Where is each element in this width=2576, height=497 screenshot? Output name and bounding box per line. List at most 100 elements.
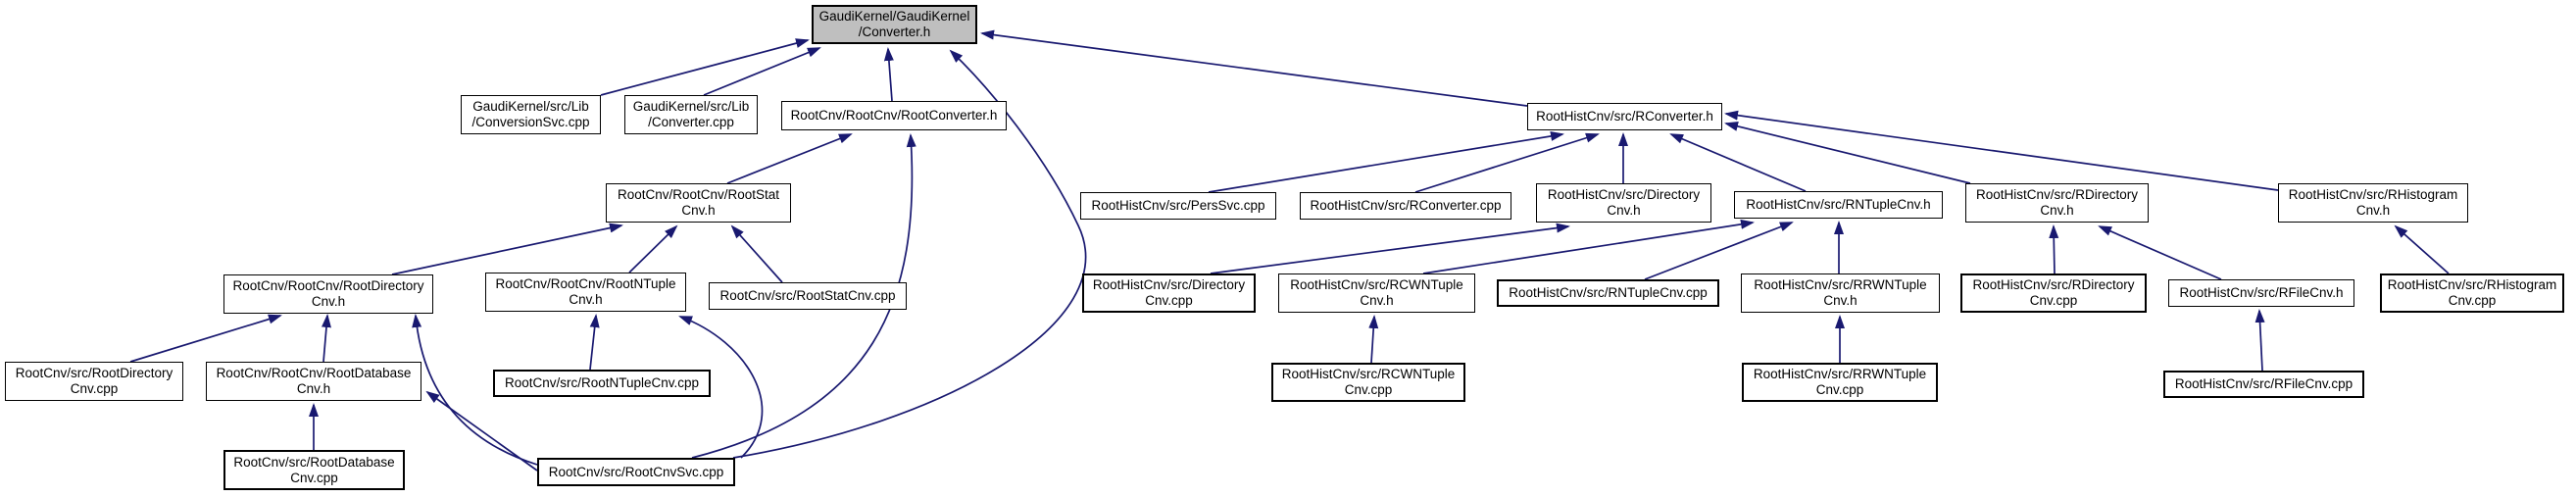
node-label-line: RootHistCnv/src/RDirectory <box>1972 277 2135 292</box>
node-rootconverter-h[interactable]: RootCnv/RootCnv/RootConverter.h <box>781 101 1007 130</box>
node-label-line: RootHistCnv/src/RFileCnv.h <box>2179 285 2344 300</box>
node-conversionsvc-cpp[interactable]: GaudiKernel/src/Lib/ConversionSvc.cpp <box>461 95 601 134</box>
node-label-line: RootCnv/src/RootDatabase <box>233 454 395 470</box>
node-label-line: Cnv.cpp <box>1344 382 1393 397</box>
edge-rootntuplecnv-cpp-to-rootntuplecnv-h <box>589 314 600 371</box>
edge-rootstatcnv-h-to-rootconverter-h <box>726 133 853 184</box>
edge-rhistogramcnv-cpp-to-rhistogramcnv-h <box>2394 224 2450 274</box>
edge-rcwntuplecnv-cpp-to-rcwntuplecnv-h <box>1368 315 1379 364</box>
edge-rootcnvsvc-cpp-to-rootconverter-h <box>691 133 916 459</box>
node-label-line: Cnv.h <box>569 292 603 307</box>
node-label-line: /Converter.cpp <box>648 115 734 129</box>
node-rntuplecnv-h[interactable]: RootHistCnv/src/RNTupleCnv.h <box>1734 191 1943 219</box>
node-label-line: Cnv.cpp <box>2448 293 2497 308</box>
node-rootntuplecnv-cpp[interactable]: RootCnv/src/RootNTupleCnv.cpp <box>493 370 711 397</box>
node-rfilecnv-h[interactable]: RootHistCnv/src/RFileCnv.h <box>2168 279 2354 307</box>
edge-directorycnv-cpp-to-directorycnv-h <box>1210 223 1570 274</box>
edge-rntuplecnv-cpp-to-rntuplecnv-h <box>1644 222 1794 280</box>
edge-rfilecnv-h-to-rdirectorycnv-h <box>2098 225 2222 280</box>
node-rconverter-cpp[interactable]: RootHistCnv/src/RConverter.cpp <box>1300 192 1511 220</box>
node-label-line: Cnv.h <box>1823 293 1858 308</box>
edge-rootdirectorycnv-h-to-rootstatcnv-h <box>391 223 623 275</box>
node-label-line: RootHistCnv/src/Directory <box>1092 277 1246 292</box>
node-label-line: RootHistCnv/src/RHistogram <box>2288 187 2458 202</box>
node-label-line: RootHistCnv/src/RRWNTuple <box>1753 367 1927 381</box>
node-label-line: RootCnv/RootCnv/RootDatabase <box>216 366 412 380</box>
node-label-line: Cnv.cpp <box>70 381 119 396</box>
node-label-line: RootHistCnv/src/RNTupleCnv.cpp <box>1509 285 1708 300</box>
edge-rootcnvsvc-cpp-to-rootdatabasecnv-h <box>425 390 538 472</box>
node-label-line: GaudiKernel/src/Lib <box>472 99 589 114</box>
node-label-line: Cnv.h <box>2040 203 2074 218</box>
edge-rootconverter-h-to-converter-h <box>883 47 894 102</box>
node-label-line: /Converter.h <box>858 25 931 39</box>
edge-perssvc-cpp-to-rconverter-h <box>1208 131 1564 193</box>
node-label-line: RootHistCnv/src/RNTupleCnv.h <box>1746 197 1931 212</box>
node-label-line: RootHistCnv/src/Directory <box>1547 187 1701 202</box>
edge-rootstatcnv-cpp-to-rootstatcnv-h <box>730 224 783 283</box>
node-converter-cpp[interactable]: GaudiKernel/src/Lib/Converter.cpp <box>624 95 758 134</box>
node-label-line: GaudiKernel/GaudiKernel <box>818 9 970 24</box>
edge-conversionsvc-cpp-to-converter-h <box>600 38 810 96</box>
edge-converter-cpp-to-converter-h <box>703 47 821 96</box>
edge-rootcnvsvc-cpp-to-rootdirectorycnv-h <box>412 314 538 466</box>
node-label-line: RootCnv/RootCnv/RootConverter.h <box>790 108 998 123</box>
edge-rconverter-h-to-converter-h <box>980 29 1528 107</box>
node-label-line: Cnv.h <box>1607 203 1641 218</box>
edge-rcwntuplecnv-h-to-rntuplecnv-h <box>1422 219 1755 274</box>
node-label-line: RootHistCnv/src/PersSvc.cpp <box>1091 198 1265 213</box>
node-label-line: Cnv.h <box>2355 203 2391 218</box>
edge-rootdirectorycnv-cpp-to-rootdirectorycnv-h <box>129 314 282 363</box>
edge-rntuplecnv-h-to-rconverter-h <box>1669 133 1807 192</box>
node-label-line: Cnv.h <box>311 294 346 309</box>
node-converter-h: GaudiKernel/GaudiKernel/Converter.h <box>812 5 977 44</box>
node-rconverter-h[interactable]: RootHistCnv/src/RConverter.h <box>1527 103 1722 130</box>
edge-rootdatabasecnv-h-to-rootdirectorycnv-h <box>322 314 331 363</box>
edge-rconverter-cpp-to-rconverter-h <box>1414 132 1600 193</box>
node-rntuplecnv-cpp[interactable]: RootHistCnv/src/RNTupleCnv.cpp <box>1497 279 1719 307</box>
edge-rhistogramcnv-h-to-rconverter-h <box>1724 110 2279 191</box>
edge-rdirectorycnv-cpp-to-rdirectorycnv-h <box>2049 224 2059 274</box>
node-label-line: Cnv.h <box>296 381 331 396</box>
node-label-line: Cnv.cpp <box>2029 293 2078 308</box>
node-label-line: GaudiKernel/src/Lib <box>632 99 750 114</box>
node-label-line: RootHistCnv/src/RFileCnv.cpp <box>2174 376 2353 391</box>
node-label-line: RootCnv/src/RootStatCnv.cpp <box>719 288 896 303</box>
node-label-line: Cnv.h <box>1360 293 1394 308</box>
node-rootstatcnv-cpp[interactable]: RootCnv/src/RootStatCnv.cpp <box>709 282 907 310</box>
node-label-line: Cnv.cpp <box>290 470 338 485</box>
node-perssvc-cpp[interactable]: RootHistCnv/src/PersSvc.cpp <box>1080 192 1276 220</box>
edge-rootntuplecnv-h-to-rootstatcnv-h <box>628 224 678 273</box>
node-label-line: RootHistCnv/src/RConverter.h <box>1536 109 1713 124</box>
edge-rootcnvsvc-cpp-to-rootntuplecnv-h <box>678 316 764 459</box>
node-rootcnvsvc-cpp[interactable]: RootCnv/src/RootCnvSvc.cpp <box>537 458 735 486</box>
node-label-line: RootCnv/RootCnv/RootStat <box>617 187 780 202</box>
node-label-line: RootCnv/src/RootDirectory <box>15 366 173 380</box>
node-label-line: RootHistCnv/src/RCWNTuple <box>1281 367 1456 381</box>
node-label-line: RootHistCnv/src/RConverter.cpp <box>1310 198 1502 213</box>
node-label-line: Cnv.cpp <box>1815 382 1864 397</box>
node-label-line: RootHistCnv/src/RRWNTuple <box>1754 277 1927 292</box>
node-label-line: RootCnv/RootCnv/RootNTuple <box>495 276 676 291</box>
node-label-line: RootHistCnv/src/RHistogram <box>2387 277 2557 292</box>
node-rfilecnv-cpp[interactable]: RootHistCnv/src/RFileCnv.cpp <box>2163 371 2364 398</box>
node-label-line: RootCnv/RootCnv/RootDirectory <box>232 278 424 293</box>
